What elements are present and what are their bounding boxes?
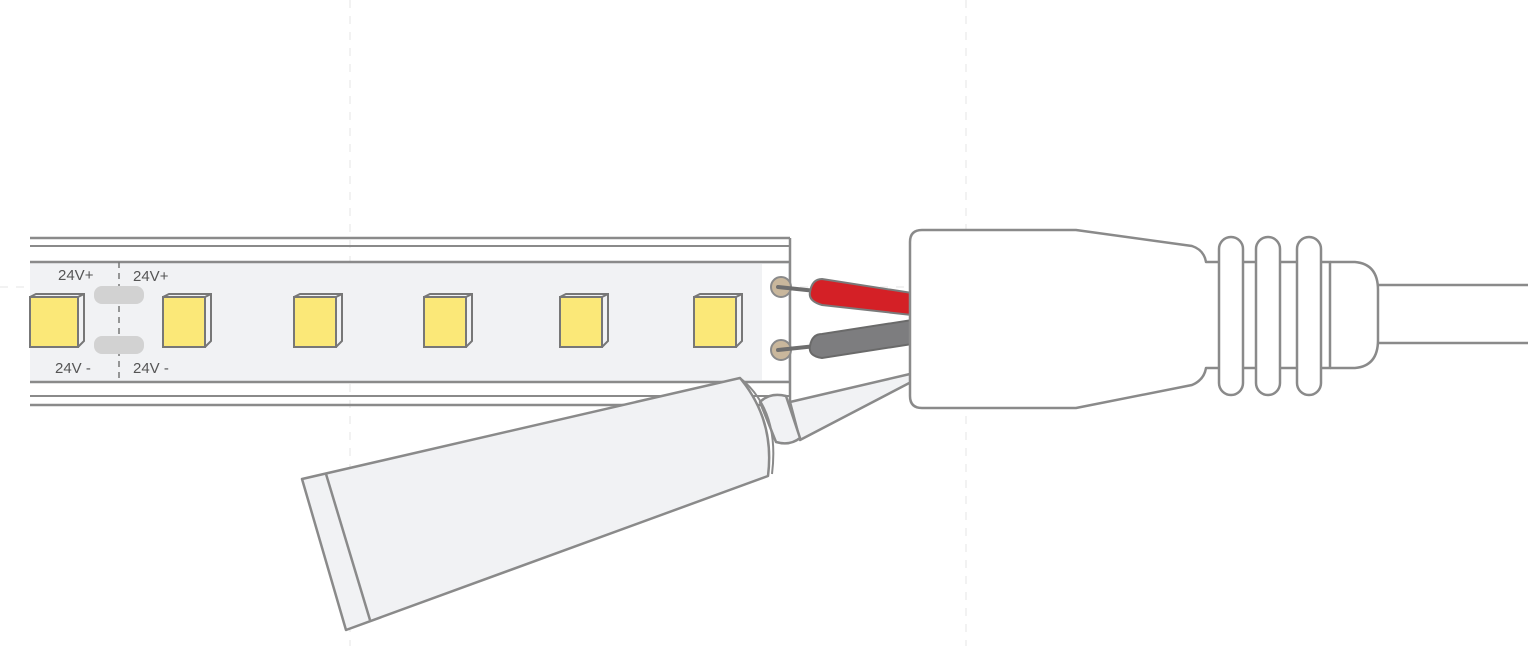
wire-terminal-icon [770, 276, 792, 361]
led-strip [30, 236, 792, 407]
wire-negative [808, 318, 913, 360]
label-left-negative: 24V - [55, 360, 91, 377]
led-chips [29, 293, 743, 348]
led-chip-icon [293, 293, 343, 348]
silicone-tube-icon [300, 376, 775, 632]
led-chip-icon [559, 293, 609, 348]
wire-positive [808, 277, 913, 317]
led-chip-icon [29, 293, 85, 348]
connector-ring [1254, 235, 1282, 397]
solder-pad-negative [94, 336, 144, 354]
tube-nozzle [788, 372, 917, 442]
connector-ring [1217, 235, 1245, 397]
tube-neck [758, 393, 802, 445]
end-cap-connector-icon [908, 228, 1528, 410]
led-chip-icon [423, 293, 473, 348]
label-right-positive: 24V+ [133, 268, 169, 285]
label-left-positive: 24V+ [58, 267, 94, 284]
connector-ring [1295, 235, 1323, 397]
led-chip-icon [162, 293, 212, 348]
label-right-negative: 24V - [133, 360, 169, 377]
led-chip-icon [693, 293, 743, 348]
cut-mark [94, 262, 144, 382]
solder-pad-positive [94, 286, 144, 304]
